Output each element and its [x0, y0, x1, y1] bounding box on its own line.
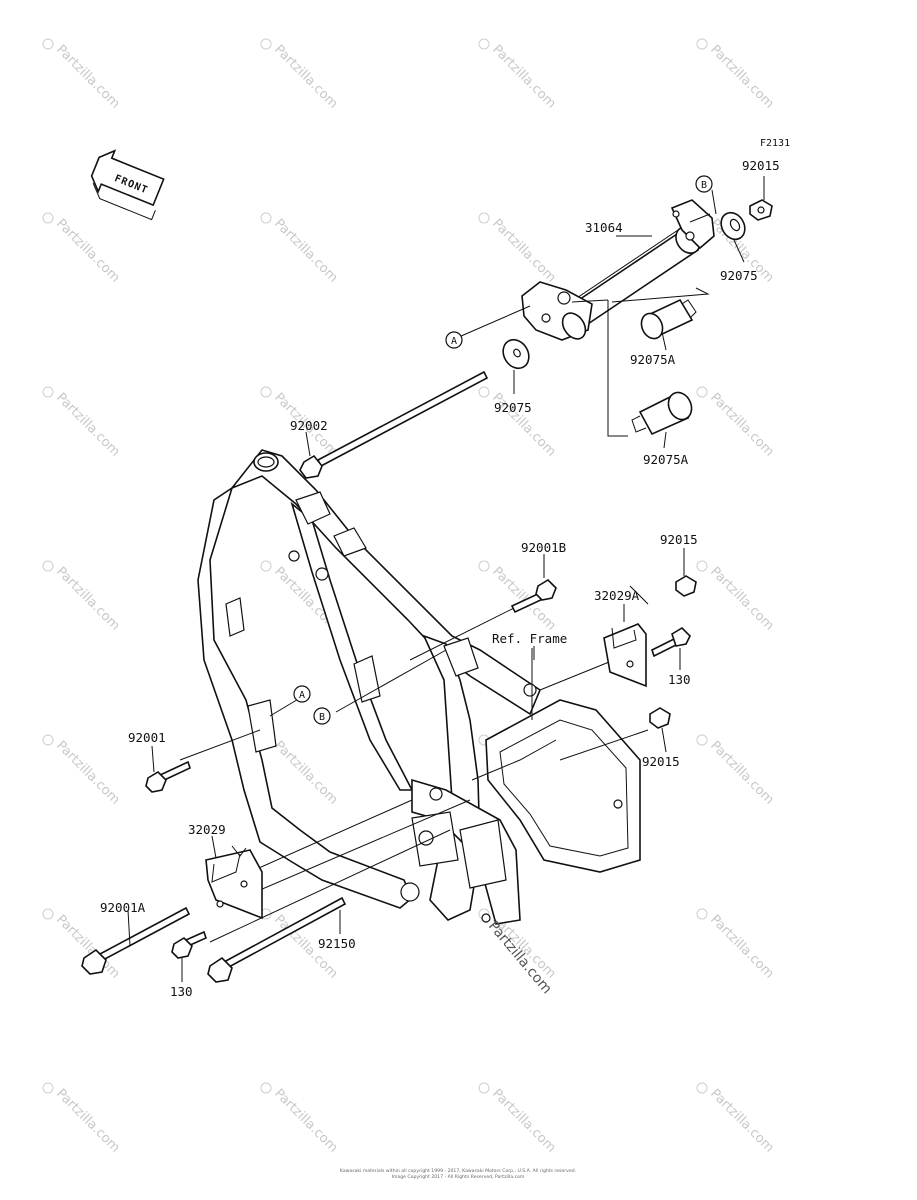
- bolt-130-left: [171, 930, 207, 959]
- washer-92075-left: [502, 338, 530, 370]
- watermark-logo-icon: [260, 386, 272, 398]
- watermark-logo-icon: [478, 560, 490, 572]
- washer-92075-right: [720, 211, 746, 241]
- watermark-logo-icon: [696, 734, 708, 746]
- ref-a-frame-label: A: [299, 690, 305, 701]
- callout-92075a-bottom: 92075A: [643, 452, 689, 467]
- watermark-text: Partzilla.com: [707, 738, 776, 807]
- callout-92002: 92002: [290, 418, 328, 433]
- watermark-logo-icon: [696, 908, 708, 920]
- watermark-text: Partzilla.com: [53, 216, 122, 285]
- callout-92001a: 92001A: [100, 900, 146, 915]
- watermark-logo-icon: [478, 1082, 490, 1094]
- bolt-92002: [299, 370, 489, 479]
- watermark-text: Partzilla.com: [53, 738, 122, 807]
- watermark-logo-icon: [696, 560, 708, 572]
- ref-marker-a-top: A: [445, 331, 463, 349]
- callout-130-left: 130: [170, 984, 193, 999]
- nut-92015-low: [649, 707, 671, 729]
- bolt-92001a: [81, 906, 191, 975]
- bracket-32029a: [603, 623, 647, 688]
- bolt-92001b: [510, 578, 557, 614]
- callout-32029: 32029: [188, 822, 226, 837]
- watermark-logo-icon: [696, 386, 708, 398]
- watermark-text: Partzilla.com: [707, 564, 776, 633]
- cushion-92075a-bottom: [631, 391, 693, 436]
- callout-32029a: 32029A: [594, 588, 640, 603]
- callout-92075-right: 92075: [720, 268, 758, 283]
- cushion-92075a-top: [640, 298, 697, 340]
- figure-code: F2131: [760, 138, 790, 149]
- motorcycle-frame: [197, 449, 641, 925]
- watermark-text: Partzilla.com: [489, 216, 558, 285]
- front-arrow-icon: FRONT: [90, 149, 165, 221]
- watermark-text: Partzilla.com: [707, 42, 776, 111]
- watermark-text: Partzilla.com: [489, 1086, 558, 1155]
- watermark-text: Partzilla.com: [53, 1086, 122, 1155]
- watermark-logo-icon: [42, 560, 54, 572]
- callout-92075a-top: 92075A: [630, 352, 676, 367]
- ref-b-frame-label: B: [319, 712, 325, 723]
- ref-marker-b-top: B: [695, 175, 717, 215]
- watermark-logo-icon: [42, 734, 54, 746]
- callout-92150: 92150: [318, 936, 356, 951]
- watermark-text: Partzilla.com: [53, 42, 122, 111]
- watermark-logo-icon: [42, 908, 54, 920]
- callout-ref-frame: Ref. Frame: [492, 631, 567, 646]
- callout-92001: 92001: [128, 730, 166, 745]
- watermark-logo-icon: [260, 212, 272, 224]
- watermark-text: Partzilla.com: [271, 216, 340, 285]
- watermark-text: Partzilla.com: [271, 42, 340, 111]
- callout-92015-low: 92015: [642, 754, 680, 769]
- copyright-line-2: Image Copyright 2017 - All Rights Reserv…: [392, 1174, 525, 1180]
- watermark-text: Partzilla.com: [489, 42, 558, 111]
- watermark-logo-icon: [260, 1082, 272, 1094]
- watermark-text: Partzilla.com: [707, 912, 776, 981]
- watermark-text: Partzilla.com: [707, 390, 776, 459]
- bolt-130-right: [651, 626, 691, 658]
- bracket-32029: [205, 845, 263, 920]
- nut-92015-top: [749, 199, 773, 221]
- ref-a-top-label: A: [451, 336, 457, 347]
- watermark-logo-icon: [696, 38, 708, 50]
- bolt-92001: [145, 760, 191, 793]
- watermark-text: Partzilla.com: [271, 738, 340, 807]
- engine-mount-bracket-31064: [521, 199, 715, 341]
- copyright-line-1: Kawasaki materials within all copyright …: [340, 1168, 576, 1174]
- watermark-logo-icon: [42, 1082, 54, 1094]
- leader-lines: [127, 176, 765, 982]
- callout-92015-mid: 92015: [660, 532, 698, 547]
- watermark-logo-icon: [696, 1082, 708, 1094]
- callout-130-right: 130: [668, 672, 691, 687]
- watermark-logo-icon: [42, 212, 54, 224]
- watermark-logo-icon: [478, 212, 490, 224]
- watermark-text: Partzilla.com: [53, 390, 122, 459]
- callout-92001b: 92001B: [521, 540, 566, 555]
- callout-31064: 31064: [585, 220, 623, 235]
- watermark-logo-icon: [260, 560, 272, 572]
- watermark-logo-icon: [478, 386, 490, 398]
- watermark-logo-icon: [260, 38, 272, 50]
- watermark-logo-icon: [42, 38, 54, 50]
- bolt-92150: [207, 896, 347, 983]
- watermark-text: Partzilla.com: [707, 1086, 776, 1155]
- watermark-text: Partzilla.com: [53, 564, 122, 633]
- watermark-logo-icon: [42, 386, 54, 398]
- nut-92015-mid: [675, 575, 697, 597]
- ref-marker-b-frame: B: [313, 707, 331, 725]
- callout-92075-left: 92075: [494, 400, 532, 415]
- callout-92015-top: 92015: [742, 158, 780, 173]
- watermark-logo-icon: [478, 38, 490, 50]
- watermark-text: Partzilla.com: [271, 1086, 340, 1155]
- ref-b-top-label: B: [701, 180, 707, 191]
- ref-marker-a-frame: A: [293, 685, 311, 703]
